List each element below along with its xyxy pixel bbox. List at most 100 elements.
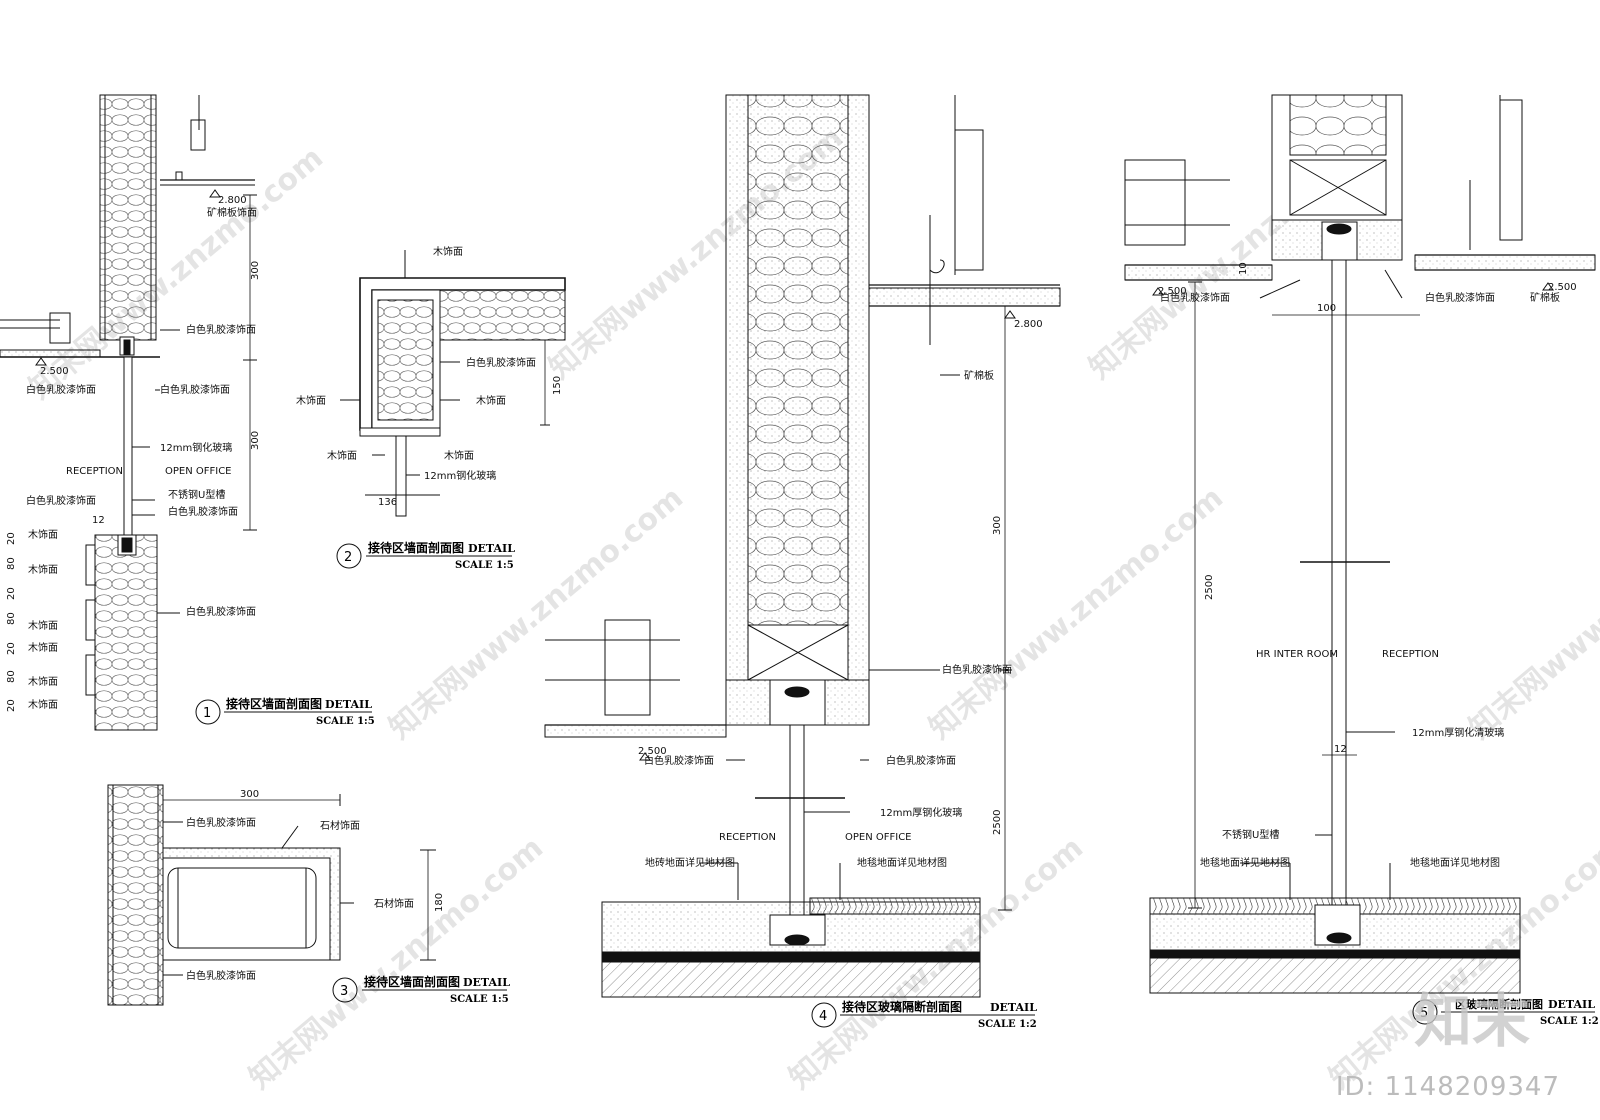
detail-tag: DETAIL (1548, 998, 1595, 1011)
paint-finish-label: 白色乳胶漆饰面 (186, 816, 256, 829)
detail-1-labels: 2.800 矿棉板饰面 白色乳胶漆饰面 2.500 白色乳胶漆饰面 白色乳胶漆饰… (6, 195, 261, 712)
detail-tag: DETAIL (325, 698, 372, 711)
dim-150: 150 (552, 376, 563, 395)
dim-300: 300 (250, 431, 261, 450)
paint-finish-label: 白色乳胶漆饰面 (886, 754, 956, 767)
detail-4-labels: 2.500 2.800 矿棉板 白色乳胶漆饰面 白色乳胶漆饰面 白色乳胶漆饰面 … (638, 319, 1043, 869)
paint-finish-label: 白色乳胶漆饰面 (186, 969, 256, 982)
detail-3-title: 3 接待区墙面剖面图 DETAIL SCALE 1:5 (332, 974, 510, 1005)
detail-1-title: 1 接待区墙面剖面图 DETAIL SCALE 1:5 (195, 696, 375, 727)
detail-title: 接待区墙面剖面图 (364, 974, 460, 989)
dim-80: 80 (6, 557, 17, 570)
dim-300: 300 (250, 261, 261, 280)
detail-number: 1 (203, 706, 211, 721)
detail-scale: SCALE 1:2 (1540, 1016, 1599, 1027)
wood-finish-label: 木饰面 (28, 641, 58, 654)
dim-20: 20 (6, 587, 17, 600)
paint-finish-label: 白色乳胶漆饰面 (186, 323, 256, 336)
detail-4-title: 4 接待区玻璃隔断剖面图 DETAIL SCALE 1:2 (811, 999, 1037, 1030)
watermark-text: 知末网www.znzmo.com (1463, 480, 1600, 746)
detail-scale: SCALE 1:2 (978, 1019, 1037, 1030)
detail-title: 区玻璃隔断剖面图 (1455, 997, 1543, 1011)
detail-title: 接待区玻璃隔断剖面图 (842, 999, 962, 1014)
level-2500: 2.500 (638, 746, 667, 757)
detail-1 (0, 94, 257, 731)
paint-finish-label: 白色乳胶漆饰面 (186, 605, 256, 618)
u-channel-label: 不锈钢U型槽 (168, 488, 225, 501)
dim-12: 12 (92, 515, 105, 526)
ceiling-label: 矿棉板 (964, 369, 994, 382)
detail-tag: DETAIL (468, 542, 515, 555)
paint-finish-label: 白色乳胶漆饰面 (1160, 291, 1230, 304)
room-label-hr: HR INTER ROOM (1256, 649, 1338, 660)
detail-3-labels: 300 白色乳胶漆饰面 石材饰面 石材饰面 180 白色乳胶漆饰面 (186, 789, 445, 982)
detail-tag: DETAIL (990, 1001, 1037, 1014)
room-label-open-office: OPEN OFFICE (845, 832, 912, 843)
dim-80: 80 (6, 670, 17, 683)
wood-finish-label: 木饰面 (476, 394, 506, 407)
dim-10: 10 (1238, 262, 1249, 275)
dim-80: 80 (6, 612, 17, 625)
wood-finish-label: 木饰面 (28, 528, 58, 541)
room-label-reception: RECEPTION (66, 466, 123, 477)
detail-number: 4 (819, 1009, 827, 1024)
detail-number: 5 (1420, 1006, 1428, 1021)
dim-20: 20 (6, 699, 17, 712)
dim-100: 100 (1317, 303, 1336, 314)
glass-label: 12mm厚钢化玻璃 (880, 806, 962, 819)
u-channel-label: 不锈钢U型槽 (1222, 828, 1279, 841)
floor-right-label: 地毯地面详见地材图 (857, 856, 947, 869)
paint-finish-label: 白色乳胶漆饰面 (644, 754, 714, 767)
detail-3 (107, 784, 436, 1006)
dim-300: 300 (992, 516, 1003, 535)
wood-finish-label: 木饰面 (28, 698, 58, 711)
detail-5 (1124, 94, 1596, 994)
glass-label: 12mm钢化玻璃 (424, 469, 496, 482)
watermark-text: 知末网www.znzmo.com (923, 480, 1230, 746)
dim-180: 180 (434, 893, 445, 912)
wood-finish-label: 木饰面 (28, 563, 58, 576)
detail-scale: SCALE 1:5 (316, 716, 375, 727)
detail-scale: SCALE 1:5 (455, 560, 514, 571)
wood-finish-label: 木饰面 (444, 449, 474, 462)
paint-finish-label: 白色乳胶漆饰面 (26, 383, 96, 396)
paint-finish-label: 白色乳胶漆饰面 (942, 663, 1012, 676)
level-2500: 2.500 (40, 366, 69, 377)
glass-label: 12mm钢化玻璃 (160, 441, 232, 454)
level-2800: 2.800 (218, 195, 247, 206)
paint-finish-label: 白色乳胶漆饰面 (1425, 291, 1495, 304)
dim-20: 20 (6, 642, 17, 655)
stone-finish-label: 石材饰面 (320, 819, 360, 832)
detail-2-labels: 木饰面 白色乳胶漆饰面 木饰面 木饰面 木饰面 木饰面 12mm钢化玻璃 150… (296, 245, 563, 508)
detail-title: 接待区墙面剖面图 (368, 540, 464, 555)
paint-finish-label: 白色乳胶漆饰面 (466, 356, 536, 369)
wood-finish-label: 木饰面 (28, 619, 58, 632)
floor-left-label: 地砖地面详见地材图 (645, 856, 735, 869)
ceiling-label: 矿棉板 (1530, 291, 1560, 304)
stone-finish-label: 石材饰面 (374, 897, 414, 910)
detail-scale: SCALE 1:5 (450, 994, 509, 1005)
detail-2-title: 2 接待区墙面剖面图 DETAIL SCALE 1:5 (336, 540, 515, 571)
dim-2500: 2500 (992, 810, 1003, 835)
dim-12: 12 (1334, 744, 1347, 755)
dim-2500: 2500 (1204, 575, 1215, 600)
wood-finish-label: 木饰面 (28, 675, 58, 688)
dim-300: 300 (240, 789, 259, 800)
paint-finish-label: 白色乳胶漆饰面 (160, 383, 230, 396)
wood-finish-label: 木饰面 (327, 449, 357, 462)
detail-5-labels: 2.500 2.500 白色乳胶漆饰面 白色乳胶漆饰面 矿棉板 10 100 2… (1158, 262, 1577, 869)
room-label-open-office: OPEN OFFICE (165, 466, 232, 477)
ceiling-finish-label: 矿棉板饰面 (207, 206, 257, 219)
glass-label: 12mm厚钢化清玻璃 (1412, 726, 1504, 739)
detail-number: 3 (340, 984, 348, 999)
room-label-reception: RECEPTION (719, 832, 776, 843)
floor-left-label: 地毯地面详见地材图 (1200, 856, 1290, 869)
level-2800: 2.800 (1014, 319, 1043, 330)
detail-4 (544, 94, 1061, 998)
detail-number: 2 (344, 550, 352, 565)
paint-finish-label: 白色乳胶漆饰面 (26, 494, 96, 507)
detail-tag: DETAIL (463, 976, 510, 989)
detail-title: 接待区墙面剖面图 (226, 696, 322, 711)
paint-finish-label: 白色乳胶漆饰面 (168, 505, 238, 518)
